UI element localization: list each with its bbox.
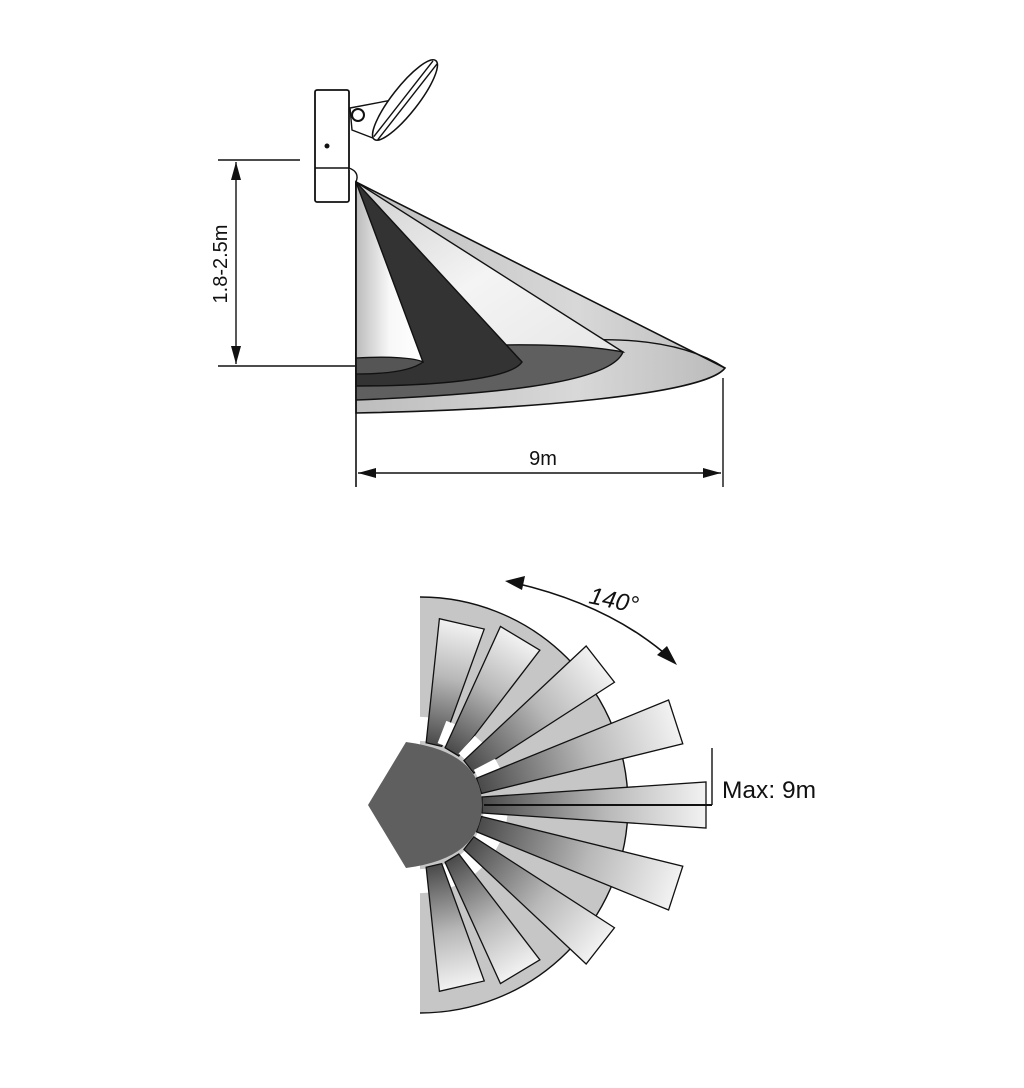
beam-gap <box>417 716 431 742</box>
detection-beam <box>444 625 541 757</box>
beam-gap <box>482 809 508 826</box>
beam-gap <box>437 720 458 748</box>
sensor-head <box>368 742 482 868</box>
height-dimension <box>218 159 355 367</box>
beam-gap <box>417 868 431 894</box>
detection-beam <box>463 645 616 775</box>
top-view: Max: 9m 140° <box>200 560 816 1060</box>
angle-arc <box>514 582 671 659</box>
beam-gap <box>458 848 484 875</box>
distance-label: 9m <box>529 448 557 470</box>
detection-zone-near-floor <box>355 356 425 375</box>
angle-label: 140° <box>587 582 642 619</box>
beams <box>417 617 707 993</box>
beam-gap <box>473 758 501 781</box>
side-view: 1.8-2.5m 9m <box>210 59 727 487</box>
angle-arrow-left-icon <box>505 576 525 590</box>
detection-beam <box>444 853 541 985</box>
sensor-device-icon <box>314 59 439 203</box>
height-label: 1.8-2.5m <box>210 225 232 304</box>
detection-beam <box>463 835 616 965</box>
detection-beam <box>425 862 486 993</box>
angle-arrow-right-icon <box>657 646 677 665</box>
distance-dimension <box>358 378 724 487</box>
beam-gap <box>473 829 501 852</box>
detection-beam <box>425 617 486 748</box>
beam-gap <box>437 862 458 890</box>
beam-gap <box>458 735 484 762</box>
max-range-label: Max: 9m <box>722 777 816 804</box>
